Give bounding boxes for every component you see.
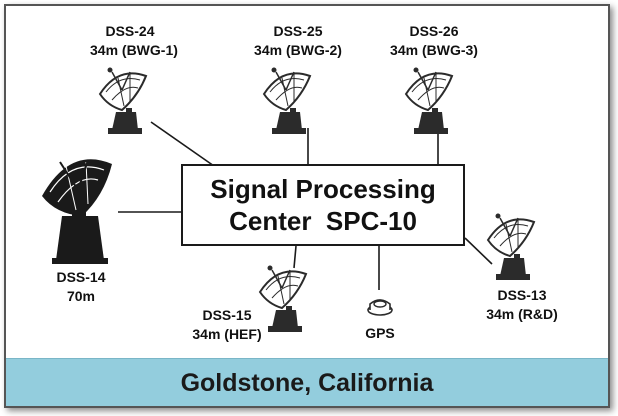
station-id: DSS-25 <box>273 23 323 39</box>
station-id: DSS-13 <box>497 287 547 303</box>
gps-receiver-icon <box>367 299 393 316</box>
station-id: DSS-24 <box>105 23 155 39</box>
station-id: DSS-15 <box>202 307 252 323</box>
station-label-dss24: DSS-24 34m (BWG-1) <box>90 22 178 60</box>
station-label-dss15: DSS-15 34m (HEF) <box>182 306 272 344</box>
link-dss24 <box>150 121 215 167</box>
large-dish-antenna-icon <box>42 159 112 264</box>
station-desc: 34m (BWG-1) <box>90 42 178 58</box>
station-label-dss14: DSS-14 70m <box>46 268 116 306</box>
gps-label: GPS <box>360 324 400 343</box>
station-desc: 34m (BWG-3) <box>390 42 478 58</box>
connection-lines <box>42 66 535 333</box>
station-id: DSS-14 <box>56 269 106 285</box>
location-label: Goldstone, California <box>180 368 434 397</box>
spc-title-line2: Center SPC-10 <box>229 206 417 236</box>
station-label-dss25: DSS-25 34m (BWG-2) <box>248 22 348 60</box>
dish-antenna-icon <box>99 66 147 135</box>
gps-label-text: GPS <box>365 325 395 341</box>
dish-antenna-icon <box>263 66 311 135</box>
station-desc: 70m <box>66 288 96 304</box>
spc-title-line1: Signal Processing <box>210 174 436 204</box>
station-label-dss26: DSS-26 34m (BWG-3) <box>384 22 484 60</box>
dish-antenna-icon <box>487 212 535 281</box>
station-label-dss13: DSS-13 34m (R&D) <box>472 286 572 324</box>
signal-processing-center-box: Signal Processing Center SPC-10 <box>181 164 465 246</box>
station-desc: 34m (HEF) <box>192 326 262 342</box>
link-dss15 <box>293 245 297 269</box>
station-desc: 34m (R&D) <box>486 306 558 322</box>
location-banner: Goldstone, California <box>6 358 608 406</box>
goldstone-diagram: DSS-24 34m (BWG-1) DSS-25 34m (BWG-2) DS… <box>4 4 610 408</box>
link-dss13 <box>464 237 493 265</box>
dish-antenna-icon <box>405 66 453 135</box>
station-desc: 34m (BWG-2) <box>254 42 342 58</box>
station-id: DSS-26 <box>409 23 459 39</box>
